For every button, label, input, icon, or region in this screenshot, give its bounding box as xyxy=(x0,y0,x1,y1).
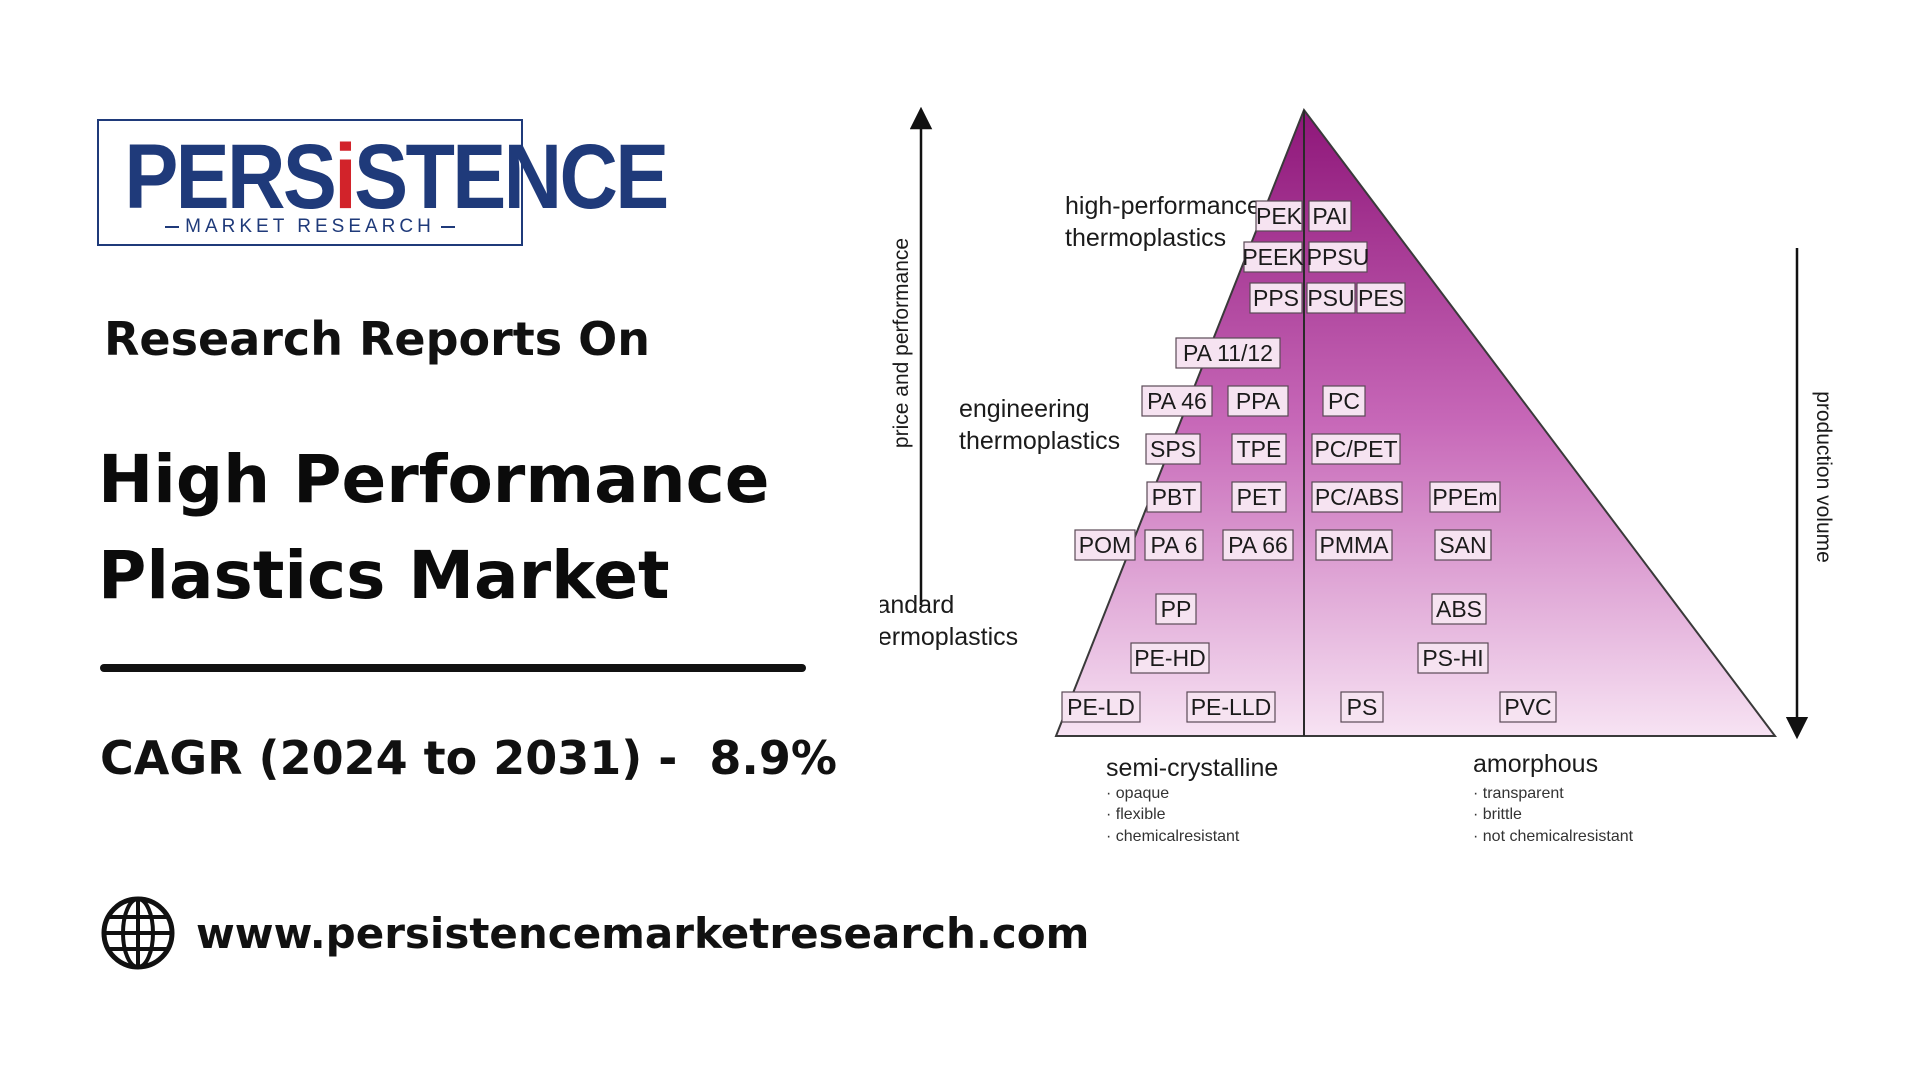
material-tag-PS-HI: PS-HI xyxy=(1417,642,1489,674)
svg-text:PVC: PVC xyxy=(1504,694,1551,720)
semi-crystalline-prop: · flexible xyxy=(1106,806,1166,823)
category-standard-line1: standard xyxy=(880,591,954,619)
logo-subtitle: MARKET RESEARCH xyxy=(99,216,521,238)
production-volume-label: production volume xyxy=(1812,391,1835,563)
cagr-stat: CAGR (2024 to 2031) - 8.9% xyxy=(100,731,837,785)
material-tag-PC-PET: PC/PET xyxy=(1311,433,1401,465)
material-tag-PC: PC xyxy=(1322,385,1366,417)
material-tag-PA-66: PA 66 xyxy=(1222,529,1294,561)
svg-text:PE-LD: PE-LD xyxy=(1067,694,1135,720)
title-line-1: High Performance xyxy=(98,441,770,518)
website-link[interactable]: www.persistencemarketresearch.com xyxy=(100,894,1089,972)
svg-text:PE-HD: PE-HD xyxy=(1134,645,1206,671)
svg-text:PC: PC xyxy=(1328,388,1360,414)
semi-crystalline-title: semi-crystalline xyxy=(1106,754,1278,782)
plastics-pyramid-diagram: price and performance production volume … xyxy=(880,106,1835,845)
svg-text:PA 11/12: PA 11/12 xyxy=(1183,340,1273,366)
globe-icon xyxy=(101,896,175,970)
category-standard-line2: thermoplastics xyxy=(880,623,1018,651)
material-tag-PE-LD: PE-LD xyxy=(1061,691,1141,723)
material-tag-PEEK: PEEK xyxy=(1242,241,1304,273)
price-performance-label: price and performance xyxy=(890,238,913,448)
material-tag-PA-11-12: PA 11/12 xyxy=(1175,337,1281,369)
material-tag-PPS: PPS xyxy=(1249,282,1303,314)
svg-text:PAI: PAI xyxy=(1312,203,1347,229)
material-tag-PAI: PAI xyxy=(1308,200,1352,232)
svg-text:SPS: SPS xyxy=(1150,436,1196,462)
svg-text:TPE: TPE xyxy=(1237,436,1282,462)
svg-text:PPS: PPS xyxy=(1253,285,1299,311)
svg-text:PA 6: PA 6 xyxy=(1151,532,1198,558)
material-tag-PVC: PVC xyxy=(1499,691,1557,723)
material-tag-PE-HD: PE-HD xyxy=(1130,642,1210,674)
svg-text:PSU: PSU xyxy=(1307,285,1354,311)
material-tag-PBT: PBT xyxy=(1146,481,1202,513)
material-tag-PMMA: PMMA xyxy=(1315,529,1393,561)
category-high-performance-line2: thermoplastics xyxy=(1065,224,1226,252)
amorphous-title: amorphous xyxy=(1473,750,1598,778)
material-tag-TPE: TPE xyxy=(1231,433,1287,465)
material-tag-PS: PS xyxy=(1340,691,1384,723)
svg-text:SAN: SAN xyxy=(1439,532,1486,558)
svg-text:PPSU: PPSU xyxy=(1307,244,1370,270)
svg-text:PC/PET: PC/PET xyxy=(1314,436,1397,462)
material-tag-PPEm: PPEm xyxy=(1429,481,1501,513)
material-tag-PPA: PPA xyxy=(1227,385,1289,417)
website-url[interactable]: www.persistencemarketresearch.com xyxy=(196,908,1090,958)
category-high-performance-line1: high-performance xyxy=(1065,192,1261,220)
logo-wordmark: PERSiSTENCE xyxy=(124,126,669,228)
material-tag-PC-ABS: PC/ABS xyxy=(1311,481,1403,513)
material-tag-PA-46: PA 46 xyxy=(1141,385,1213,417)
svg-text:PS-HI: PS-HI xyxy=(1422,645,1483,671)
svg-text:ABS: ABS xyxy=(1436,596,1482,622)
svg-text:PP: PP xyxy=(1161,596,1192,622)
material-tag-PSU: PSU xyxy=(1306,282,1356,314)
material-tag-PET: PET xyxy=(1231,481,1287,513)
material-tag-PES: PES xyxy=(1356,282,1406,314)
title-line-2: Plastics Market xyxy=(98,537,670,614)
title-divider xyxy=(100,664,806,672)
pyramid-shape xyxy=(1054,107,1778,737)
amorphous-prop: · transparent xyxy=(1473,785,1564,802)
svg-text:PBT: PBT xyxy=(1152,484,1197,510)
report-kicker: Research Reports On xyxy=(104,312,651,366)
amorphous-prop: · not chemicalresistant xyxy=(1473,828,1634,845)
svg-text:PC/ABS: PC/ABS xyxy=(1315,484,1399,510)
material-tag-PE-LLD: PE-LLD xyxy=(1186,691,1276,723)
semi-crystalline-prop: · opaque xyxy=(1106,785,1169,802)
semi-crystalline-prop: · chemicalresistant xyxy=(1106,828,1240,845)
material-tag-POM: POM xyxy=(1074,529,1136,561)
svg-text:POM: POM xyxy=(1079,532,1131,558)
svg-text:PA 66: PA 66 xyxy=(1228,532,1288,558)
material-tag-ABS: ABS xyxy=(1431,593,1487,625)
persistence-logo: PERSiSTENCE MARKET RESEARCH xyxy=(97,119,669,246)
svg-text:PET: PET xyxy=(1237,484,1282,510)
svg-text:PS: PS xyxy=(1347,694,1378,720)
svg-text:PPA: PPA xyxy=(1236,388,1281,414)
material-tag-SPS: SPS xyxy=(1145,433,1201,465)
category-engineering-line1: engineering xyxy=(959,395,1090,423)
report-title: High Performance Plastics Market xyxy=(98,432,818,624)
svg-text:PEEK: PEEK xyxy=(1242,244,1304,270)
amorphous-prop: · brittle xyxy=(1473,806,1522,823)
material-tag-PEK: PEK xyxy=(1255,200,1303,232)
svg-text:PE-LLD: PE-LLD xyxy=(1191,694,1272,720)
svg-text:PA 46: PA 46 xyxy=(1147,388,1207,414)
svg-text:PPEm: PPEm xyxy=(1432,484,1497,510)
material-tag-PPSU: PPSU xyxy=(1307,241,1370,273)
material-tag-PP: PP xyxy=(1155,593,1197,625)
category-engineering-line2: thermoplastics xyxy=(959,427,1120,455)
svg-text:PES: PES xyxy=(1358,285,1404,311)
svg-text:PEK: PEK xyxy=(1256,203,1303,229)
svg-text:PMMA: PMMA xyxy=(1320,532,1390,558)
material-tag-PA-6: PA 6 xyxy=(1144,529,1204,561)
material-tag-SAN: SAN xyxy=(1434,529,1492,561)
